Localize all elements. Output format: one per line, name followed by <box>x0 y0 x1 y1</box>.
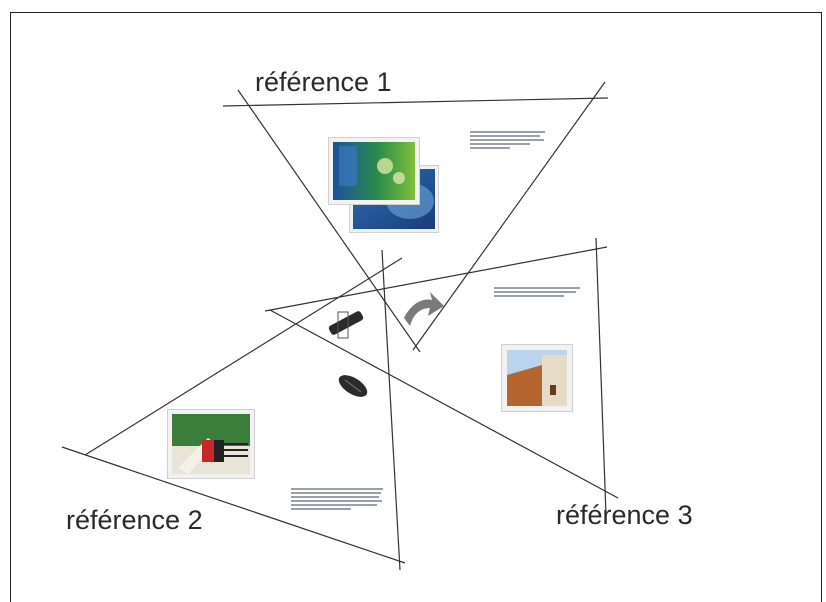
reference-3-label: référence 3 <box>556 500 693 530</box>
triangle-3-right-edge <box>595 237 607 516</box>
ocean-photo-front <box>328 137 420 205</box>
building-photo <box>501 344 573 412</box>
triangle-2-upper-edge <box>84 257 403 456</box>
brushes-photo <box>167 409 255 479</box>
triangle-2-lower-edge <box>61 446 406 564</box>
triangle-3-top-edge <box>264 246 608 312</box>
ocean-photo-front-image <box>333 142 415 200</box>
building-photo-image <box>507 350 567 406</box>
triangle-2-right-edge <box>381 249 401 571</box>
triangle-reference-3 <box>264 237 619 516</box>
frame-border <box>10 12 822 602</box>
rotate-arrow-icon <box>404 292 444 326</box>
pen-icon <box>328 311 364 339</box>
triangle-1-left-edge <box>237 89 421 353</box>
brushes-photo-image <box>172 414 250 474</box>
reference-1-label: référence 1 <box>255 67 392 97</box>
text-block-reference-1 <box>470 131 545 151</box>
triangle-1-top-edge <box>222 97 609 107</box>
triangle-reference-1 <box>222 81 609 353</box>
triangle-reference-2 <box>61 249 406 571</box>
reference-2-label: référence 2 <box>66 505 203 535</box>
text-block-reference-3 <box>494 287 580 299</box>
triangle-1-right-edge <box>412 81 606 351</box>
text-block-reference-2 <box>291 488 383 512</box>
triangle-3-diagonal-edge <box>269 309 619 499</box>
